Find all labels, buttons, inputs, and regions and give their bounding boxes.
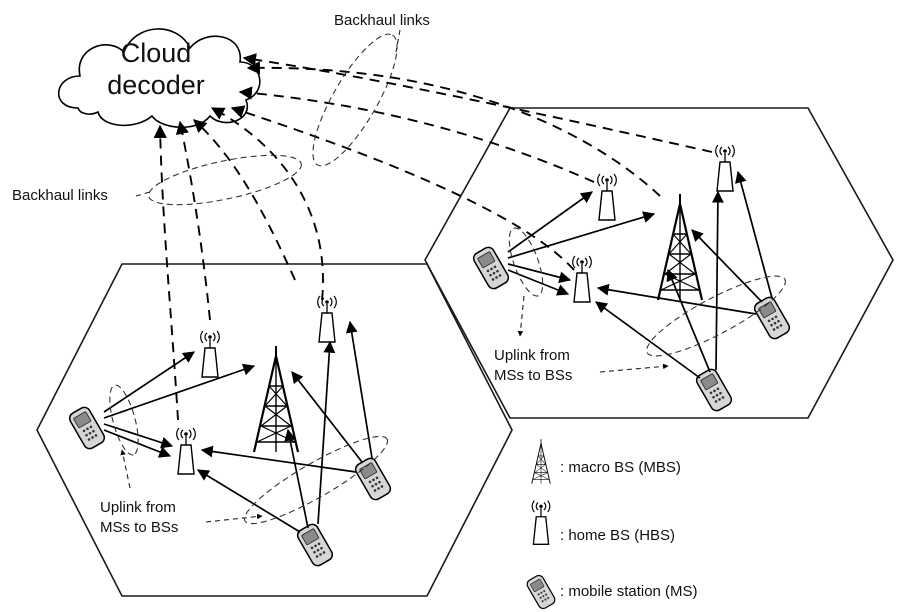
label-pointer xyxy=(120,449,131,489)
uplink-bundle-ellipse xyxy=(243,435,389,525)
uplink-label-right-line1: Uplink from xyxy=(494,347,570,364)
backhaul-link xyxy=(175,120,211,321)
uplink-bundle-ellipse xyxy=(109,384,139,456)
uplink-label-left-line2: MSs to BSs xyxy=(100,519,178,536)
uplink-label-left-line1: Uplink from xyxy=(100,499,176,516)
backhaul-link xyxy=(193,119,296,281)
label-pointer xyxy=(599,363,669,373)
uplink-arrows-right xyxy=(507,170,773,379)
uplink-bundle-ellipse xyxy=(508,227,544,297)
backhaul-link xyxy=(246,61,661,197)
left-hex-cell xyxy=(36,263,513,597)
cloud-label-line1: Cloud xyxy=(121,38,192,68)
cloud-decoder: Cloud decoder xyxy=(57,28,261,128)
backhaul-link xyxy=(242,53,713,153)
label-pointer xyxy=(517,295,525,337)
legend-macro-bs-label: : macro BS (MBS) xyxy=(560,459,681,476)
backhaul-label-left: Backhaul links xyxy=(12,187,108,204)
backhaul-bundle-ellipse xyxy=(312,33,398,167)
legend-mobile-station-icon xyxy=(524,573,558,611)
backhaul-label-top: Backhaul links xyxy=(334,12,430,29)
backhaul-link xyxy=(153,124,179,421)
legend-mobile-station-label: : mobile station (MS) xyxy=(560,583,698,600)
legend: : macro BS (MBS) : home BS (HBS) : mobil… xyxy=(524,438,698,611)
legend-home-bs-label: : home BS (HBS) xyxy=(560,527,675,544)
cloud-label-line2: decoder xyxy=(107,70,205,100)
label-pointer xyxy=(205,513,263,523)
legend-macro-bs-icon xyxy=(531,438,551,485)
backhaul-bundle-ellipse xyxy=(148,154,302,206)
label-pointer xyxy=(135,191,151,197)
uplink-bundle-ellipse xyxy=(646,275,786,357)
legend-home-bs-icon xyxy=(531,499,551,545)
backhaul-link xyxy=(238,86,595,183)
label-pointer xyxy=(395,29,401,53)
uplink-label-right-line2: MSs to BSs xyxy=(494,367,572,384)
